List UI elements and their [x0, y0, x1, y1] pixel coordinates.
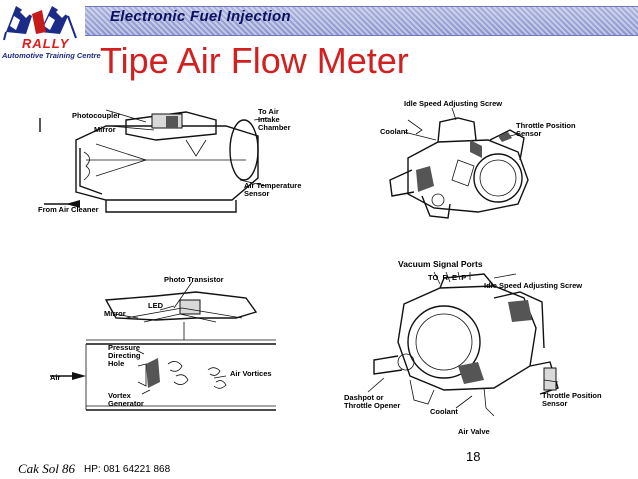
label-air: Air	[50, 373, 61, 382]
diagram-throttle-body-bottom: Vacuum Signal Ports TO R E P Idle Speed …	[344, 258, 614, 438]
header-banner	[85, 6, 638, 36]
label-pressure-hole: Pressure Directing Hole	[108, 343, 141, 368]
label-port-letters: TO R E P	[428, 273, 467, 282]
page-number: 18	[466, 449, 481, 464]
footer-author: Cak Sol 86	[18, 461, 76, 476]
vortex-meter-drawing	[50, 281, 276, 411]
throttle-body-top-drawing	[389, 107, 529, 219]
label-led: LED	[148, 301, 163, 310]
label-dashpot: Dashpot or Throttle Opener	[344, 393, 401, 410]
label-photo-transistor: Photo Transistor	[164, 275, 224, 284]
label-throttle-sensor-bottom: Throttle Position Sensor	[542, 391, 602, 408]
diagram-throttle-body-top: Idle Speed Adjusting Screw Coolant Throt…	[378, 99, 576, 220]
header-banner-title: Electronic Fuel Injection	[110, 8, 291, 25]
label-from-air-cleaner: From Air Cleaner	[38, 205, 99, 214]
label-air-temp-sensor: Air Temperature Sensor	[244, 181, 302, 198]
footer-phone: HP: 081 64221 868	[84, 464, 171, 475]
label-vacuum-ports: Vacuum Signal Ports	[398, 259, 483, 269]
rally-logo: RALLY Automotive Training Centre	[2, 2, 101, 60]
airflow-meter-drawing	[39, 109, 269, 213]
label-coolant-bottom: Coolant	[430, 407, 458, 416]
label-coolant-top: Coolant	[380, 127, 408, 136]
label-air-vortices: Air Vortices	[230, 369, 272, 378]
checkered-flag-icon	[3, 6, 77, 41]
label-mirror-vortex: Mirror	[104, 309, 126, 318]
label-throttle-sensor-top: Throttle Position Sensor	[516, 121, 576, 138]
label-idle-screw-top: Idle Speed Adjusting Screw	[404, 99, 503, 108]
diagram-photocoupler-meter: Photocoupler Mirror To Air Intake Chambe…	[36, 100, 316, 225]
label-vortex-generator: Vortex Generator	[108, 391, 144, 408]
diagram-karman-vortex-meter: Photo Transistor LED Mirror Pressure Dir…	[46, 275, 312, 413]
label-photocoupler: Photocoupler	[72, 111, 121, 120]
label-idle-screw-bottom: Idle Speed Adjusting Screw	[484, 281, 583, 290]
logo-text: RALLY	[22, 36, 70, 51]
label-mirror-top: Mirror	[94, 125, 116, 134]
logo-subtitle: Automotive Training Centre	[2, 51, 101, 60]
label-to-air-intake: To Air Intake Chamber	[258, 107, 291, 132]
label-air-valve: Air Valve	[458, 427, 490, 436]
throttle-body-bottom-drawing	[367, 271, 559, 417]
slide-title: Tipe Air Flow Meter	[100, 40, 409, 81]
